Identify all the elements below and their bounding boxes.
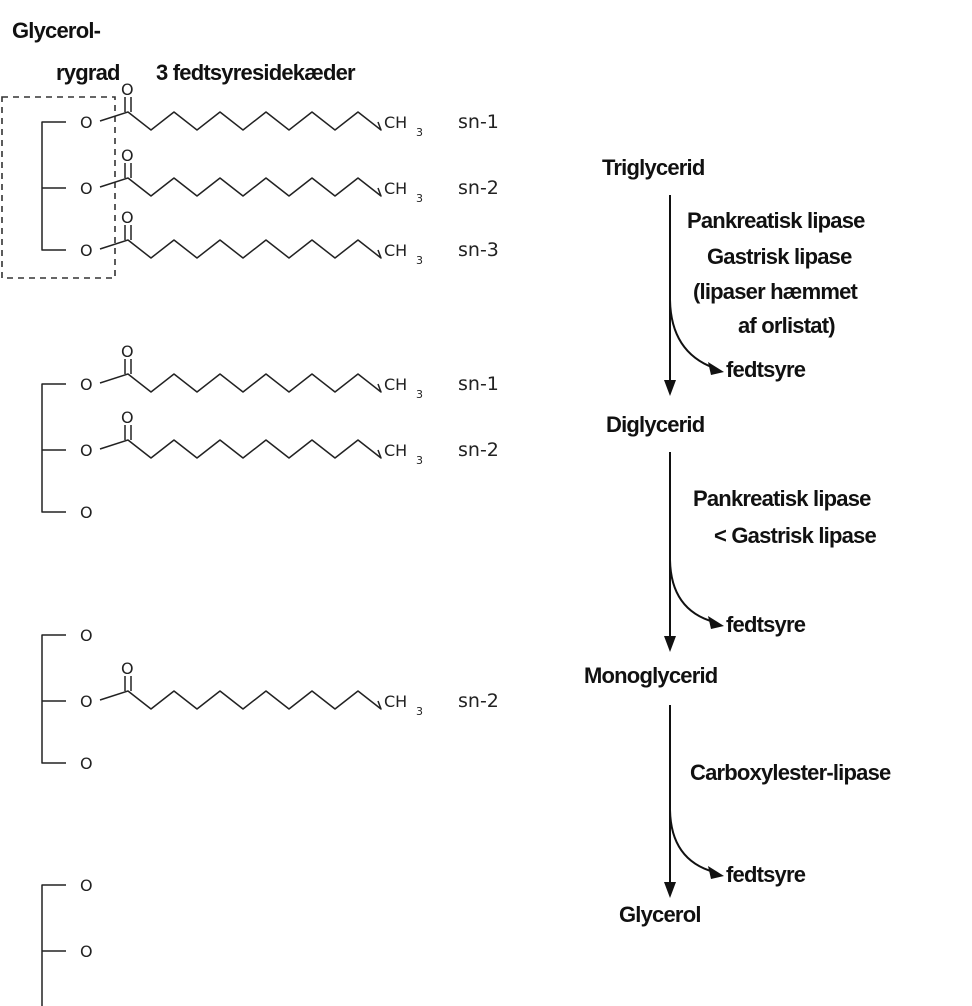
- carbonyl-oxygen-atom: O: [121, 659, 134, 678]
- oxygen-atom: O: [80, 441, 93, 460]
- fatty-acid-chain: [99, 439, 382, 459]
- methyl-group: CH: [384, 692, 407, 711]
- fatty-acid-chain: [99, 177, 382, 197]
- sn-position-label: sn-2: [458, 439, 499, 461]
- sn-position-label: sn-2: [458, 690, 499, 712]
- compound-diglycerid: Diglycerid: [606, 412, 704, 437]
- step1-arrow: [664, 195, 724, 396]
- glycerol-backbone-box: [1, 96, 116, 279]
- methyl-subscript: 3: [416, 454, 423, 467]
- backbone-bond: [41, 121, 66, 251]
- methyl-subscript: 3: [416, 388, 423, 401]
- methyl-subscript: 3: [416, 126, 423, 139]
- compound-triglycerid: Triglycerid: [602, 155, 704, 180]
- molecule-glycerol: O O O: [41, 876, 93, 1006]
- oxygen-atom: O: [80, 942, 93, 961]
- methyl-subscript: 3: [416, 254, 423, 267]
- sn-position-label: sn-2: [458, 177, 499, 199]
- methyl-subscript: 3: [416, 192, 423, 205]
- backbone-bond: [41, 383, 66, 513]
- carbonyl-oxygen-atom: O: [121, 80, 134, 99]
- methyl-group: CH: [384, 375, 407, 394]
- step1-enzyme-line2: Gastrisk lipase: [707, 244, 852, 269]
- methyl-subscript: 3: [416, 705, 423, 718]
- compound-monoglycerid: Monoglycerid: [584, 663, 717, 688]
- carbonyl-oxygen-atom: O: [121, 208, 134, 227]
- oxygen-atom: O: [80, 876, 93, 895]
- fatty-acid-chain: [99, 690, 382, 710]
- fatty-acid-chains-label: 3 fedtsyresidekæder: [156, 60, 356, 85]
- step2-enzyme-line2: < Gastrisk lipase: [714, 523, 876, 548]
- step2-arrow: [664, 452, 724, 652]
- step2-enzyme-line1: Pankreatisk lipase: [693, 486, 871, 511]
- oxygen-atom: O: [80, 375, 93, 394]
- sn-position-label: sn-3: [458, 239, 499, 261]
- oxygen-atom: O: [80, 113, 93, 132]
- step1-enzyme-line1: Pankreatisk lipase: [687, 208, 865, 233]
- backbone-bond: [41, 634, 66, 764]
- step1-enzyme-line4: af orlistat): [738, 313, 835, 338]
- oxygen-atom: O: [80, 241, 93, 260]
- step2-product: fedtsyre: [726, 612, 806, 637]
- methyl-group: CH: [384, 441, 407, 460]
- carbonyl-oxygen-atom: O: [121, 408, 134, 427]
- fatty-acid-chain: [99, 239, 382, 259]
- glycerol-backbone-label-1: Glycerol-: [12, 18, 101, 43]
- step3-enzyme-line1: Carboxylester-lipase: [690, 760, 891, 785]
- step1-product: fedtsyre: [726, 357, 806, 382]
- methyl-group: CH: [384, 241, 407, 260]
- methyl-group: CH: [384, 179, 407, 198]
- step3-product: fedtsyre: [726, 862, 806, 887]
- oxygen-atom: O: [80, 754, 93, 773]
- sn-position-label: sn-1: [458, 111, 499, 133]
- carbonyl-oxygen-atom: O: [121, 146, 134, 165]
- sn-position-label: sn-1: [458, 373, 499, 395]
- oxygen-atom: O: [80, 692, 93, 711]
- oxygen-atom: O: [80, 179, 93, 198]
- step1-enzyme-line3: (lipaser hæmmet: [693, 279, 859, 304]
- fatty-acid-chain: [99, 111, 382, 131]
- step3-arrow: [664, 705, 724, 898]
- oxygen-atom: O: [80, 1004, 93, 1006]
- fatty-acid-chain: [99, 373, 382, 393]
- carbonyl-oxygen-atom: O: [121, 342, 134, 361]
- glycerol-backbone-label-2: rygrad: [56, 60, 120, 85]
- compound-glycerol: Glycerol: [619, 902, 701, 927]
- oxygen-atom: O: [80, 626, 93, 645]
- methyl-group: CH: [384, 113, 407, 132]
- oxygen-atom: O: [80, 503, 93, 522]
- backbone-bond: [41, 884, 66, 1006]
